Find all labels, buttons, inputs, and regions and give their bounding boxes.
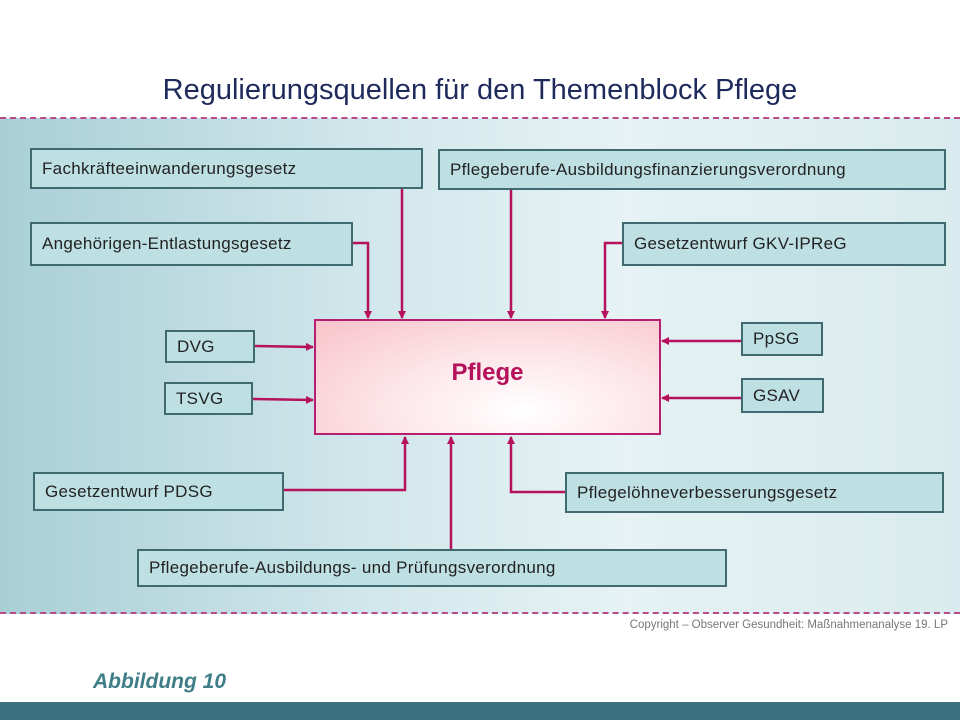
source-tsvg: TSVG <box>164 382 253 415</box>
source-pruefungsverordnung: Pflegeberufe-Ausbildungs- und Prüfungsve… <box>137 549 727 587</box>
arrow-dvg <box>254 342 314 351</box>
bottom-divider <box>0 612 960 614</box>
source-pdsg: Gesetzentwurf PDSG <box>33 472 284 511</box>
arrow-pdsg <box>284 436 409 492</box>
arrow-tsvg <box>252 395 314 404</box>
arrow-loehne <box>507 436 565 494</box>
source-pflegeloehneverbesserungsgesetz: Pflegelöhneverbesserungsgesetz <box>565 472 944 513</box>
source-ppsg: PpSG <box>741 322 823 356</box>
footer-bar <box>0 702 960 720</box>
source-gkv-ipreg: Gesetzentwurf GKV-IPReG <box>622 222 946 266</box>
source-dvg: DVG <box>165 330 255 363</box>
center-label: Pflege <box>451 359 524 386</box>
top-divider <box>0 117 960 119</box>
source-ausbildungsfinanzierungsverordnung: Pflegeberufe-Ausbildungsfinanzierungsver… <box>438 149 946 190</box>
source-fachkraefteeinwanderungsgesetz: Fachkräfteeinwanderungsgesetz <box>30 148 423 189</box>
arrow-angehoerigen <box>353 241 372 319</box>
source-gsav: GSAV <box>741 378 824 413</box>
center-node-pflege: Pflege <box>314 319 661 435</box>
figure-caption: Abbildung 10 <box>93 670 226 693</box>
copyright-notice: Copyright – Observer Gesundheit: Maßnahm… <box>629 619 948 631</box>
source-angehoerigen-entlastungsgesetz: Angehörigen-Entlastungsgesetz <box>30 222 353 266</box>
page-title: Regulierungsquellen für den Themenblock … <box>162 74 798 106</box>
arrow-gkv-ipreg <box>601 241 622 319</box>
